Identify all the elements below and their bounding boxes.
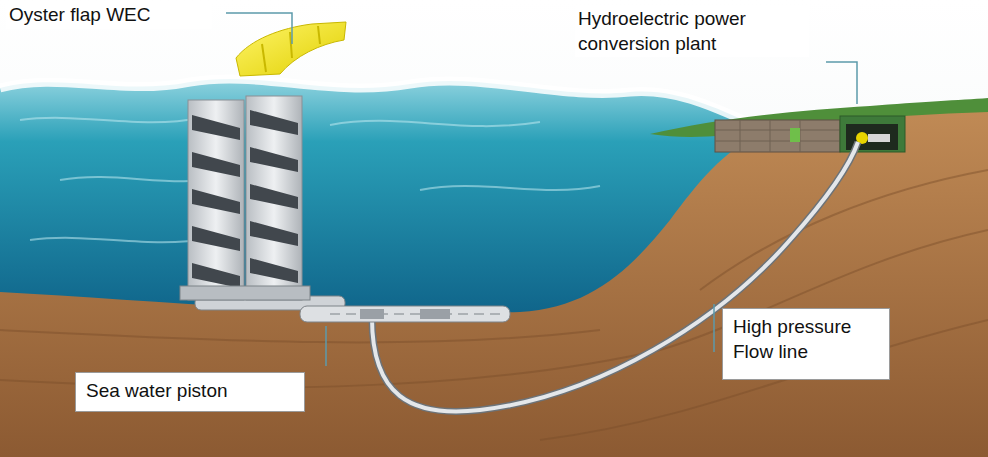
leader-line <box>713 304 715 352</box>
part-label: Hydroelectric power conversion plant <box>575 6 809 57</box>
leader-line <box>226 13 292 44</box>
leader-line <box>325 326 327 366</box>
seabed-strata <box>0 170 988 440</box>
oyster-flap <box>236 22 346 76</box>
power-plant <box>715 116 905 152</box>
callout-text: High pressure Flow line <box>733 315 879 364</box>
water-ripples <box>20 118 600 242</box>
seabed <box>0 110 988 457</box>
oyster-device <box>180 96 310 300</box>
wave-foam <box>0 79 770 132</box>
part-label: Oyster flap WEC <box>6 2 212 29</box>
callout-text: Sea water piston <box>86 379 294 404</box>
leader-line <box>826 62 857 104</box>
callout-box: High pressure Flow line <box>722 308 890 380</box>
callout-box: Sea water piston <box>75 372 305 412</box>
